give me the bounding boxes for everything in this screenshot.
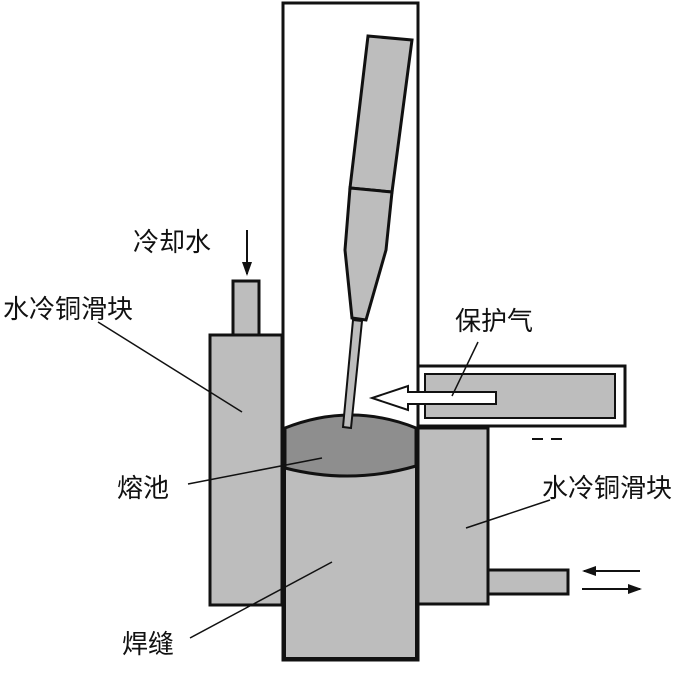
right-water-pipe <box>486 568 570 596</box>
label-molten-pool: 熔池 <box>117 474 169 504</box>
label-shielding-gas: 保护气 <box>455 307 533 337</box>
leader-left-slider <box>97 321 243 413</box>
label-right-copper-slider: 水冷铜滑块 <box>542 474 672 504</box>
label-left-copper-slider: 水冷铜滑块 <box>3 295 133 325</box>
cooling-water-inlet-pipe <box>231 279 261 337</box>
gas-flow-arrow <box>368 384 497 412</box>
leader-right-slider <box>465 499 551 529</box>
leader-shielding-gas <box>451 341 479 397</box>
welding-wire <box>341 318 364 430</box>
right-copper-slider-block <box>416 426 490 606</box>
label-weld-seam: 焊缝 <box>122 630 174 660</box>
leader-weld-seam <box>189 561 333 639</box>
left-copper-slider-block <box>208 333 284 607</box>
welding-torch-lower <box>343 186 394 322</box>
label-cooling-water: 冷却水 <box>133 228 211 258</box>
molten-pool-body <box>283 413 418 478</box>
leader-molten-pool <box>187 457 323 485</box>
weld-seam-body <box>284 464 417 659</box>
